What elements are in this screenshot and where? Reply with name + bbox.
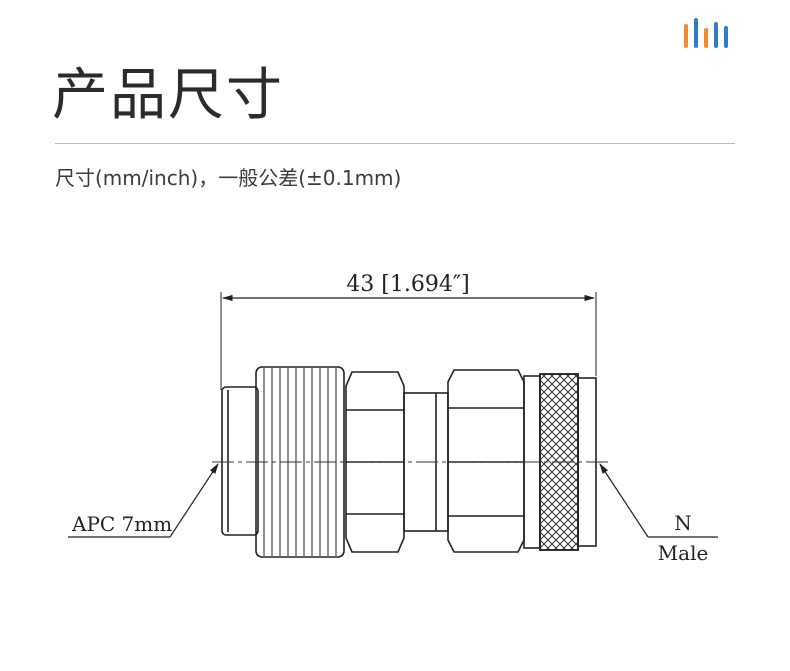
brand-logo-icon [684, 18, 728, 48]
right-connector-label-bottom: Male [658, 541, 709, 565]
logo-bar-1 [684, 24, 688, 48]
page-title: 产品尺寸 [52, 63, 284, 128]
title-divider [55, 143, 735, 144]
dimension-label: 43 [1.694″] [346, 272, 469, 297]
overall-length-dimension: 43 [1.694″] [220, 272, 597, 390]
right-connector-callout: N Male [599, 463, 718, 565]
right-connector-label-top: N [674, 511, 692, 535]
logo-bar-5 [724, 26, 728, 48]
dimension-drawing: 43 [1.694″] [68, 272, 718, 565]
page-subtitle: 尺寸(mm/inch)，一般公差(±0.1mm) [55, 166, 402, 190]
left-connector-label: APC 7mm [71, 512, 172, 536]
left-connector-callout: APC 7mm [68, 463, 219, 538]
logo-bar-3 [704, 28, 708, 48]
logo-bar-2 [694, 18, 698, 48]
logo-bar-4 [714, 22, 718, 48]
